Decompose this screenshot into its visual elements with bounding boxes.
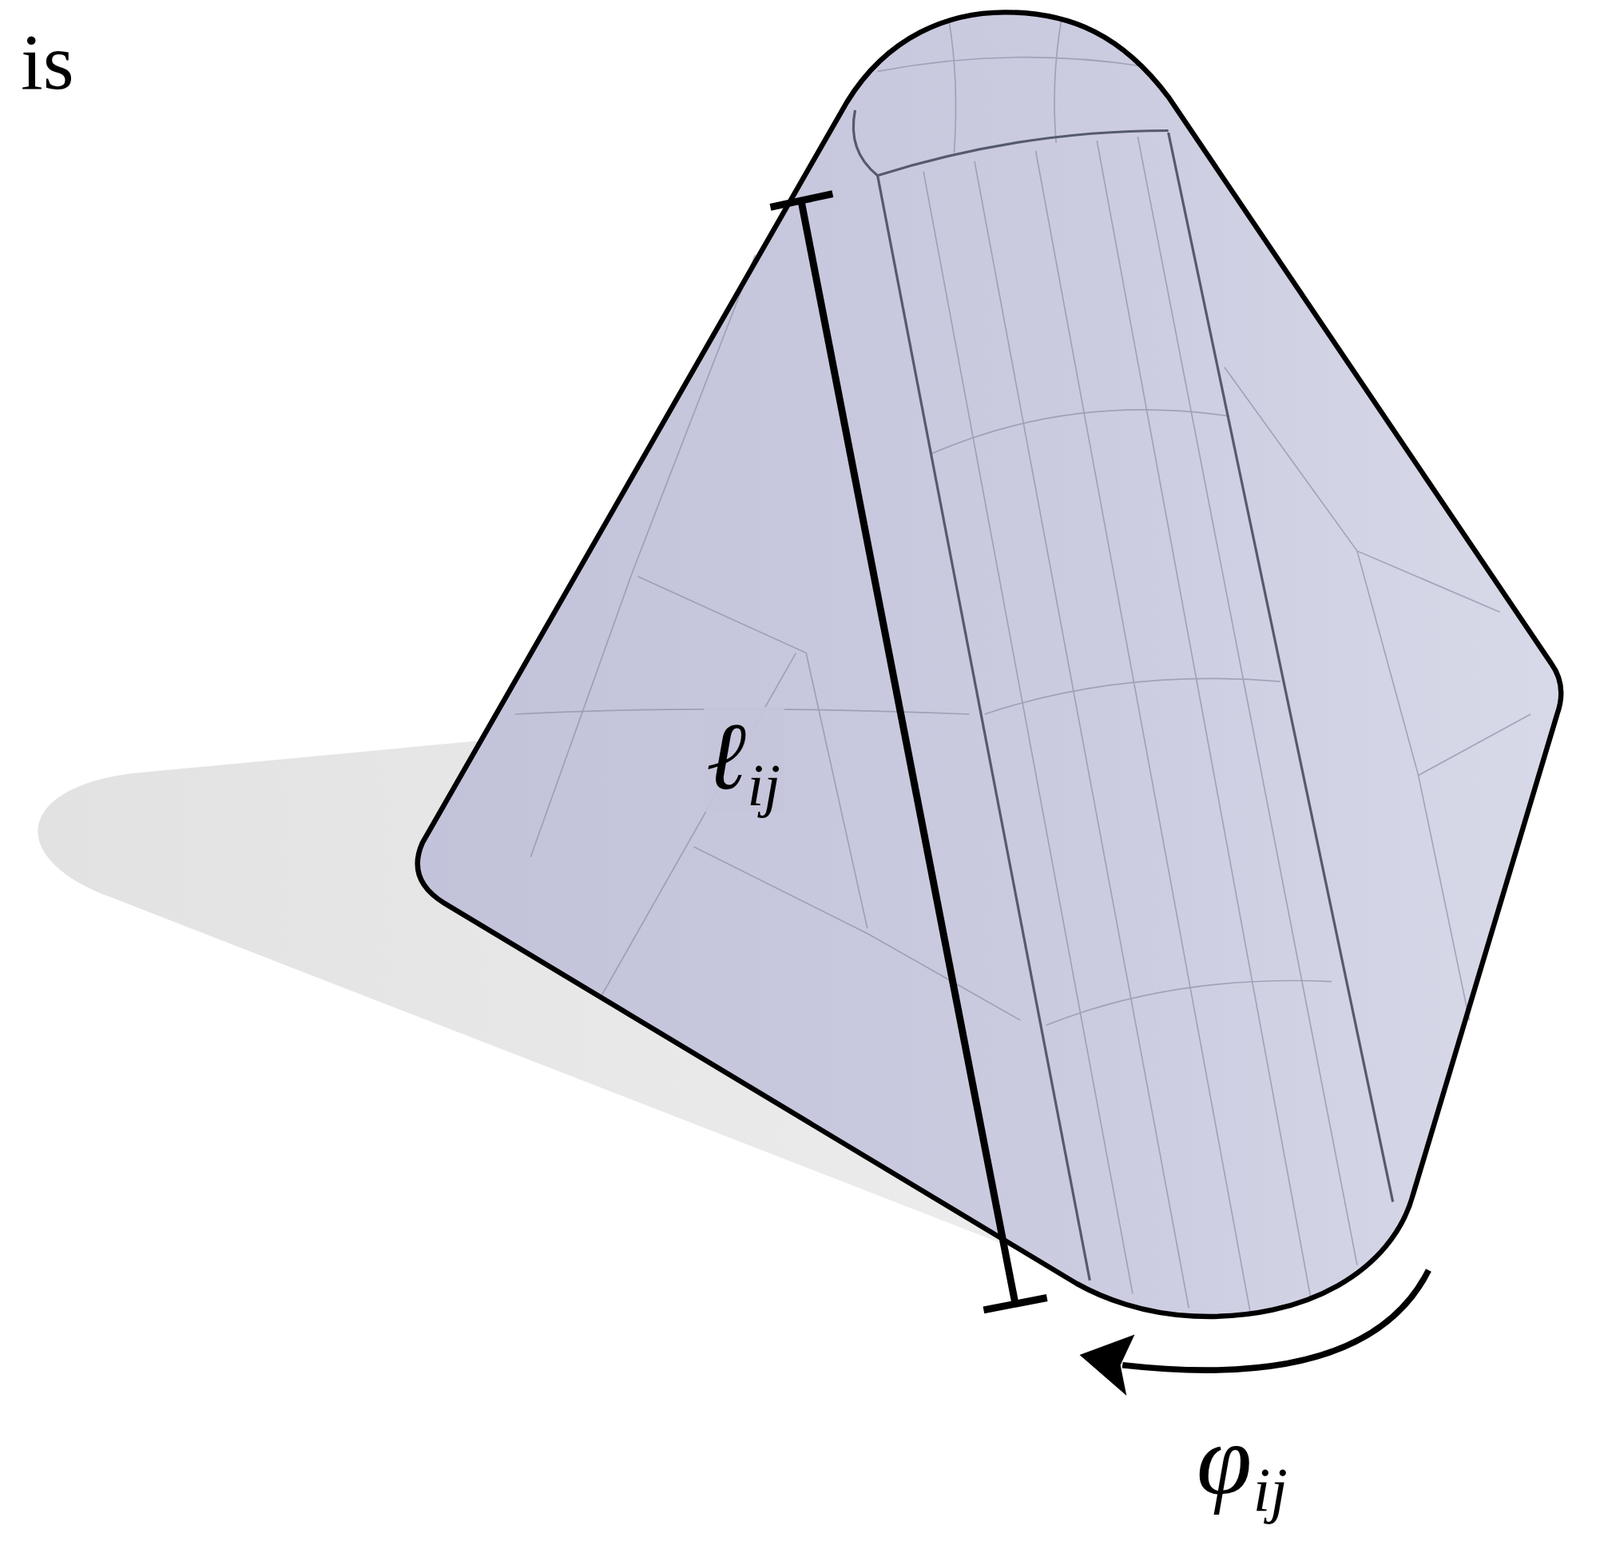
cone-body <box>417 11 1562 1317</box>
angle-label: φij <box>1196 1409 1288 1510</box>
length-dimension <box>770 194 1047 1311</box>
seam-lines <box>853 110 1393 1281</box>
length-label: ℓij <box>702 706 786 813</box>
cone-outline <box>417 11 1562 1317</box>
surface-grid <box>515 20 1531 1312</box>
angle-arrow <box>1079 1270 1430 1396</box>
corner-word: is <box>20 22 75 103</box>
